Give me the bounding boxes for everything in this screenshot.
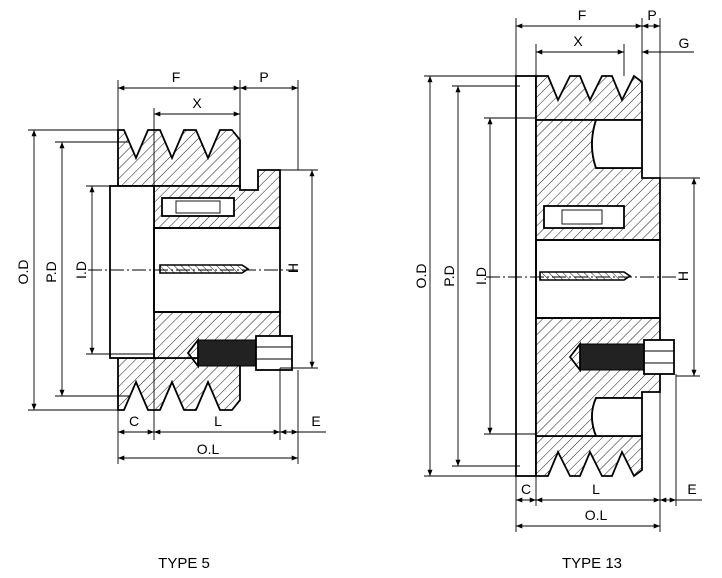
type5-caption: TYPE 5 — [158, 555, 210, 572]
type13-dimensions: F P X G O.D P.D I.D H C L E O.L — [413, 7, 702, 532]
type13-label-g: G — [679, 35, 690, 51]
type5-label-l: L — [214, 413, 222, 429]
type5-label-od: O.D — [15, 260, 31, 285]
type5-label-h: H — [285, 263, 301, 273]
type13-upper-rim — [535, 74, 643, 121]
type5-key — [175, 200, 221, 214]
type13-screw-thread — [579, 343, 645, 371]
type13-upper-cutout — [591, 119, 643, 169]
type-5-drawing: F X P O.D P.D I.D H C L E O.L TYPE 5 — [15, 69, 326, 572]
type5-keyway — [161, 197, 235, 217]
type5-label-id: I.D — [73, 261, 89, 279]
type5-screw-tip — [186, 337, 199, 369]
type13-screw-tip — [568, 341, 581, 373]
type5-flange — [109, 185, 155, 359]
type5-upper-rim — [117, 129, 241, 187]
type13-lower-cutout — [591, 397, 643, 437]
type5-label-f: F — [172, 69, 181, 85]
type13-plate — [515, 75, 537, 477]
type13-label-od: O.D — [413, 264, 429, 289]
type13-label-l: L — [592, 481, 600, 497]
type5-lower-rim — [117, 357, 241, 411]
type13-label-c: C — [521, 481, 531, 497]
type5-screw-head — [255, 335, 293, 371]
type5-shaft-key — [159, 264, 250, 274]
type13-keyway — [543, 205, 625, 229]
type13-label-id: I.D — [473, 267, 489, 285]
type13-label-e: E — [687, 481, 696, 497]
type13-label-pd: P.D — [441, 265, 457, 287]
type5-label-c: C — [129, 413, 139, 429]
type13-key — [561, 209, 603, 225]
type-13-drawing: F P X G O.D P.D I.D H C L E O.L TYPE 13 — [413, 7, 702, 572]
type13-screw-head — [643, 339, 675, 375]
type5-label-x: X — [192, 95, 202, 111]
type5-label-pd: P.D — [43, 261, 59, 283]
type5-screw-thread — [197, 339, 257, 367]
type13-label-p: P — [647, 7, 656, 23]
type13-label-h: H — [675, 271, 691, 281]
type13-shaft-key — [539, 271, 632, 281]
type13-bore — [535, 239, 661, 319]
type5-dimensions: F X P O.D P.D I.D H C L E O.L — [15, 69, 326, 464]
type13-caption: TYPE 13 — [562, 555, 622, 572]
type13-label-ol: O.L — [585, 507, 608, 523]
type13-label-f: F — [578, 7, 587, 23]
type13-lower-rim — [535, 435, 643, 478]
type5-label-p: P — [259, 69, 268, 85]
type13-label-x: X — [573, 33, 583, 49]
type5-label-e: E — [311, 413, 320, 429]
type5-label-ol: O.L — [197, 441, 220, 457]
